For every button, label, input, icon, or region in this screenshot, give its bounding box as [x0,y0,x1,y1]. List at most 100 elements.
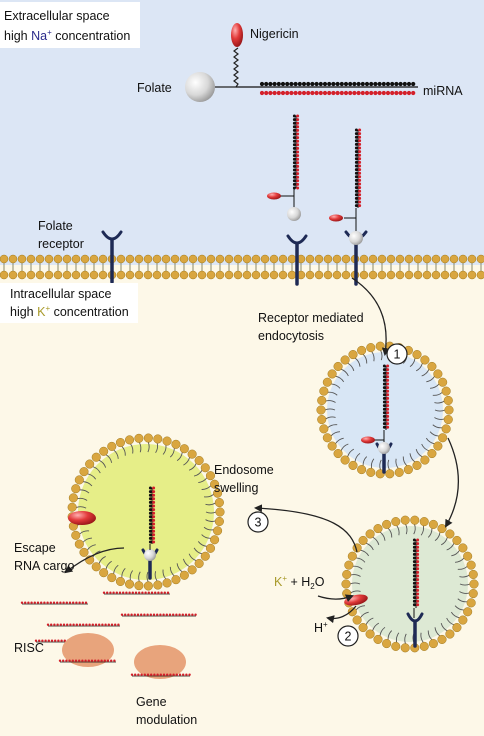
lipid-tail [82,481,93,487]
duplex-base [412,538,416,542]
duplex-base [148,540,152,544]
nigericin-molecule [231,23,243,47]
lipid-head [314,254,324,264]
lipid-head [469,579,479,589]
arrow-k-in [317,594,354,602]
lipid-head [332,270,342,280]
lipid-head [197,254,207,264]
lipid-head [433,369,443,379]
duplex-base [292,118,296,122]
lipid-head [340,455,350,465]
duplex-base [382,414,386,418]
rna-fragment-base [20,601,24,604]
lipid-head [333,448,343,459]
duplex-base [296,136,300,140]
lipid-tail [176,452,183,462]
lipid-tail [362,353,368,364]
lipid-head [115,576,125,586]
lipid-tail [429,431,440,437]
lipid-head [458,615,468,625]
mirna-base [381,90,386,96]
duplex-base [382,364,386,368]
mirna-base [390,90,395,96]
lipid-head [161,270,171,280]
lipid-tail [162,569,167,580]
lipid-tail [198,477,208,484]
lipid-head [79,467,89,477]
duplex-base [416,549,420,553]
duplex-base [152,533,156,537]
mirna-base [310,90,315,96]
lipid-tail [457,565,468,570]
rna-fragment-base [102,591,106,594]
lipid-head [162,436,172,446]
lipid-head [152,254,162,264]
duplex-base [296,139,300,143]
lipid-tail [446,617,455,626]
risc-complex-1 [62,633,114,667]
duplex-base [296,128,300,132]
lipid-tail [197,541,208,547]
lipid-head [365,629,375,639]
duplex-base [292,143,296,147]
mirna-base [411,81,416,87]
lipid-head [437,634,447,644]
lipid-head [71,530,81,540]
mirna-base [356,81,361,87]
step-1-label: 1 [394,348,401,362]
duplex-base [148,536,152,540]
rna-fragment-base [157,591,160,594]
folate-label: Folate [137,81,172,95]
endosome-2 [341,515,479,653]
lipid-tail [362,456,368,466]
arrow-endocytosis [351,277,390,356]
duplex-base [386,414,390,418]
lipid-head [71,270,81,280]
mirna-base [394,81,399,87]
folate-ball [378,442,390,454]
mirna-base [310,81,315,87]
lipid-tail [330,383,341,389]
duplex-base [416,567,420,571]
lipid-head [287,254,297,264]
lipid-head [91,452,101,462]
lipid-head [179,444,189,454]
lipid-head [445,529,455,539]
nigericin-small [267,192,281,200]
rna-fragment-base [52,601,56,604]
mirna-base [360,90,365,96]
lipid-tail [176,563,183,573]
lipid-head [134,270,144,280]
lipid-tail [409,453,416,463]
lipid-tail [340,368,349,377]
lipid-head [242,254,252,264]
risc-rna-base [130,673,134,676]
rna-fragment-base [194,613,197,616]
folate-receptor-label-2: receptor [38,237,84,251]
lipid-tail [432,424,443,429]
lipid-head [368,270,378,280]
duplex-base [416,574,420,578]
lipid-head [404,254,414,264]
lipid-tail [372,622,380,632]
duplex-base [358,139,362,143]
lipid-head [443,414,453,425]
duplex-base [148,490,152,494]
lipid-tail [79,530,90,535]
mirna-base [293,90,298,96]
duplex-base [152,515,156,519]
lipid-tail [325,400,336,403]
rna-fragment-base [72,623,75,626]
lipid-head [463,607,473,617]
duplex-base [412,556,416,560]
rna-fragment-base [56,601,59,604]
escape-label-2: RNA cargo [14,559,74,573]
bound-conjugates [267,114,363,245]
duplex-base [416,545,420,549]
duplex-base [412,599,416,603]
mirna-base [272,90,277,96]
duplex-base [358,142,362,146]
duplex-base [358,204,362,208]
rna-fragment-base [154,591,157,594]
lipid-head [213,526,223,536]
